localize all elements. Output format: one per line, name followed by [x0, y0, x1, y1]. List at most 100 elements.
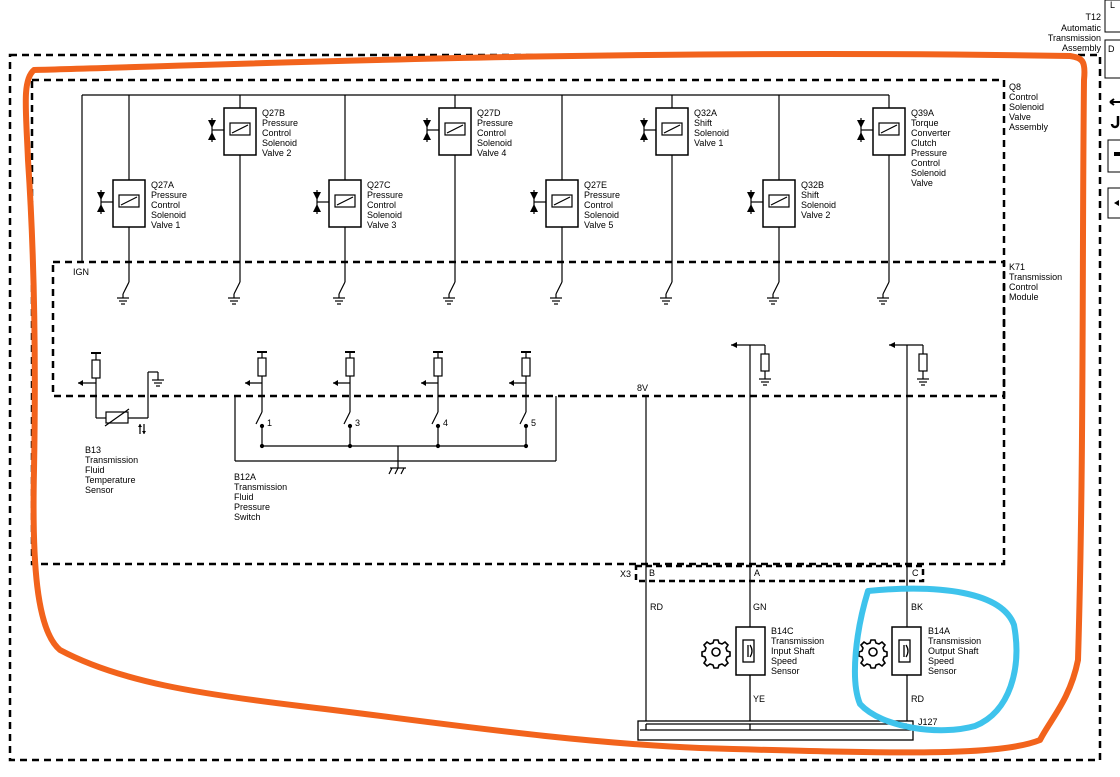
svg-text:Transmission: Transmission: [234, 482, 287, 492]
solenoid-label-line: Valve 1: [694, 138, 723, 148]
svg-text:T12: T12: [1085, 12, 1101, 22]
svg-text:Fluid: Fluid: [85, 465, 105, 475]
temp-sensor-label: B13 Transmission Fluid Temperature Senso…: [85, 445, 138, 495]
solenoid-label-line: Control: [584, 200, 613, 210]
svg-text:Control: Control: [1009, 92, 1038, 102]
solenoid-label-line: Valve 2: [801, 210, 830, 220]
solenoid-label-line: Pressure: [151, 190, 187, 200]
solenoid-label-line: Converter: [911, 128, 951, 138]
solenoid-label-line: Torque: [911, 118, 939, 128]
svg-text:Speed: Speed: [928, 656, 954, 666]
solenoid-label-line: Q27A: [151, 180, 174, 190]
wire-color-rd2: RD: [911, 694, 924, 704]
pin-b: B: [649, 568, 655, 578]
valve-assembly-boundary: [30, 78, 1006, 566]
solenoid-label-line: Pressure: [584, 190, 620, 200]
solenoid-label-line: Q27E: [584, 180, 607, 190]
pressure-switch-circuit: 1 3 4 5: [234, 351, 557, 475]
solenoid-label-line: Control: [367, 200, 396, 210]
svg-text:Sensor: Sensor: [928, 666, 957, 676]
q8-label: Q8 Control Solenoid Valve Assembly: [1009, 82, 1049, 132]
wire-color-ye: YE: [753, 694, 765, 704]
pin-a: A: [754, 568, 760, 578]
solenoid-label-line: Q27C: [367, 180, 391, 190]
edge-tab-l: L: [1110, 0, 1115, 10]
voltage-label: 8V: [637, 383, 648, 393]
svg-text:Valve: Valve: [1009, 112, 1031, 122]
switch-contact-label: 3: [355, 418, 360, 428]
svg-text:Solenoid: Solenoid: [1009, 102, 1044, 112]
solenoid-label-line: Solenoid: [911, 168, 946, 178]
switch-contact-label: 5: [531, 418, 536, 428]
solenoid-label-line: Solenoid: [477, 138, 512, 148]
svg-text:Switch: Switch: [234, 512, 261, 522]
svg-text:B14A: B14A: [928, 626, 950, 636]
svg-text:Fluid: Fluid: [234, 492, 254, 502]
svg-text:Q8: Q8: [1009, 82, 1021, 92]
splice-label: J127: [918, 717, 938, 727]
pin-c: C: [912, 568, 919, 578]
svg-text:Input Shaft: Input Shaft: [771, 646, 815, 656]
wire-color-rd: RD: [650, 602, 663, 612]
svg-text:Assembly: Assembly: [1062, 43, 1102, 53]
svg-text:Module: Module: [1009, 292, 1039, 302]
k71-label: K71 Transmission Control Module: [1009, 262, 1062, 302]
solenoid-label-line: Control: [151, 200, 180, 210]
output-sensor-label: B14A Transmission Output Shaft Speed Sen…: [928, 626, 981, 676]
pressure-switch-label: B12A Transmission Fluid Pressure Switch: [234, 472, 287, 522]
svg-text:Transmission: Transmission: [1009, 272, 1062, 282]
control-module-boundary: [51, 260, 1006, 398]
edge-tab-second: [1104, 39, 1120, 79]
svg-text:Transmission: Transmission: [771, 636, 824, 646]
solenoid-label-line: Valve 5: [584, 220, 613, 230]
output-speed-sensor: [891, 626, 922, 725]
solenoid-label-line: Valve 2: [262, 148, 291, 158]
svg-text:Transmission: Transmission: [85, 455, 138, 465]
wire-color-gn: GN: [753, 602, 767, 612]
svg-text:Temperature: Temperature: [85, 475, 136, 485]
solenoid-label-line: Q27B: [262, 108, 285, 118]
solenoid-label-line: Q32A: [694, 108, 717, 118]
speed-sensor-module-inputs: [731, 342, 929, 386]
solenoid-label-line: Pressure: [911, 148, 947, 158]
input-speed-sensor: [735, 626, 766, 730]
solenoid-label-line: Solenoid: [694, 128, 729, 138]
svg-text:B12A: B12A: [234, 472, 256, 482]
svg-text:K71: K71: [1009, 262, 1025, 272]
solenoid-label-line: Q39A: [911, 108, 934, 118]
svg-text:Sensor: Sensor: [85, 485, 114, 495]
switch-contact-label: 4: [443, 418, 448, 428]
svg-text:Pressure: Pressure: [234, 502, 270, 512]
edge-tab-d: D: [1108, 44, 1115, 54]
title-block: T12 Automatic Transmission Assembly: [1048, 12, 1102, 53]
solenoid-label-line: Valve 4: [477, 148, 506, 158]
solenoid-label-line: Solenoid: [584, 210, 619, 220]
solenoid-label-line: Clutch: [911, 138, 937, 148]
edge-tab-top: [1104, 0, 1120, 33]
input-sensor-label: B14C Transmission Input Shaft Speed Sens…: [771, 626, 824, 676]
orange-annotation-loop: [22, 50, 1088, 756]
gear-icon: [858, 639, 888, 669]
solenoid-label-line: Solenoid: [151, 210, 186, 220]
switch-contact-label: 1: [267, 418, 272, 428]
svg-text:Transmission: Transmission: [928, 636, 981, 646]
svg-text:Sensor: Sensor: [771, 666, 800, 676]
solenoid-label-line: Control: [477, 128, 506, 138]
solenoid-label-line: Q32B: [801, 180, 824, 190]
ign-label: IGN: [73, 267, 89, 277]
x3-connector-outline: [634, 564, 925, 583]
solenoid-label-line: Pressure: [477, 118, 513, 128]
wire-color-bk: BK: [911, 602, 923, 612]
solenoid-label-line: Shift: [694, 118, 713, 128]
solenoid-label-line: Pressure: [262, 118, 298, 128]
solenoid-label-line: Control: [911, 158, 940, 168]
solenoid-label-line: Pressure: [367, 190, 403, 200]
svg-text:Transmission: Transmission: [1048, 33, 1101, 43]
solenoid-label-line: Valve: [911, 178, 933, 188]
